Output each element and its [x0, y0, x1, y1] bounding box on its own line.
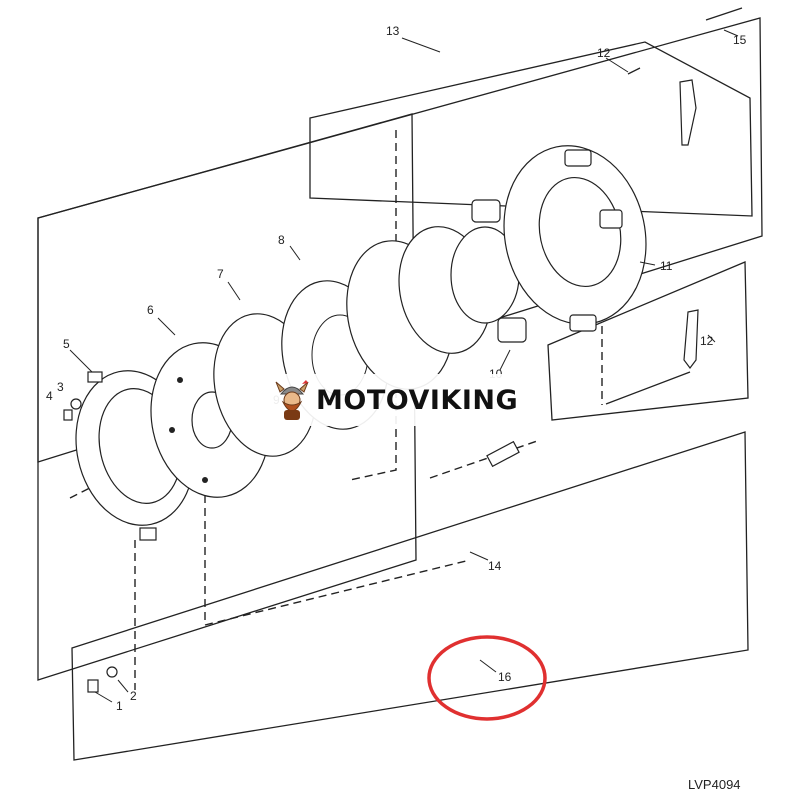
callout-2: 2	[130, 689, 137, 703]
frame-16	[71, 431, 749, 761]
callout-7: 7	[217, 267, 224, 281]
part-10-center-assembly	[346, 199, 549, 390]
part-15-bolt	[705, 7, 743, 21]
reference-code: LVP4094	[688, 777, 741, 792]
leader-12a	[605, 57, 629, 73]
callout-12-right: 12	[700, 334, 714, 348]
frame-14	[37, 113, 417, 681]
assembly-line-f	[429, 439, 541, 479]
part-1-nut	[87, 679, 99, 693]
callout-11: 11	[660, 259, 673, 273]
part-2-washer	[106, 666, 118, 678]
leader-15	[723, 29, 739, 37]
leader-16	[479, 659, 497, 673]
leader-7	[227, 281, 241, 301]
leader-8	[289, 245, 301, 261]
leader-14	[469, 551, 489, 561]
adjust-rod	[605, 371, 691, 405]
viking-mascot-icon	[275, 380, 309, 420]
part-3-washer	[70, 398, 82, 410]
callout-13: 13	[386, 24, 400, 38]
callout-15: 15	[733, 33, 747, 47]
leader-12b	[707, 334, 716, 343]
callout-14: 14	[488, 559, 502, 573]
callout-6: 6	[147, 303, 154, 317]
highlight-circle	[427, 635, 547, 721]
callout-8: 8	[278, 233, 285, 247]
callout-3: 3	[57, 380, 64, 394]
leader-6	[157, 317, 176, 336]
leader-13	[401, 37, 441, 53]
leader-1	[94, 691, 113, 703]
part-12-pin	[627, 67, 641, 75]
spring	[486, 440, 520, 468]
callout-4: 4	[46, 389, 53, 403]
release-lever-right	[683, 309, 699, 369]
inset-box-right	[547, 261, 749, 421]
callout-12: 12	[597, 46, 611, 60]
part-11-cover	[503, 145, 647, 332]
leader-5	[69, 349, 93, 373]
watermark-logo: MOTOVIKING	[268, 374, 536, 426]
release-lever-top	[679, 79, 697, 146]
leader-11	[639, 261, 656, 266]
callout-5: 5	[63, 337, 70, 351]
inset-box-top	[309, 41, 753, 217]
assembly-line-b	[349, 130, 397, 481]
leader-2	[117, 679, 129, 693]
watermark-text: MOTOVIKING	[316, 384, 519, 416]
callout-1: 1	[116, 699, 123, 713]
callout-16: 16	[498, 670, 512, 684]
leader-10	[499, 349, 511, 371]
part-4-nut	[63, 409, 73, 421]
